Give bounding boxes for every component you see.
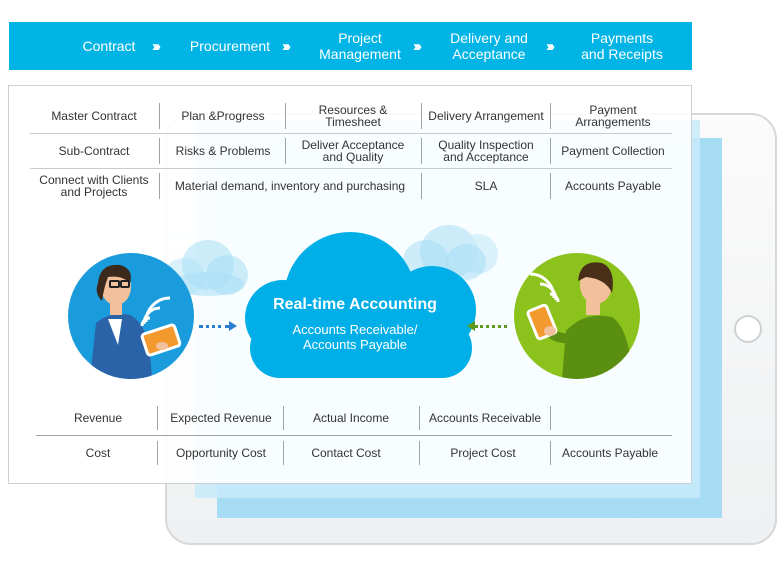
- table-divider: [157, 406, 158, 430]
- grid-cell: Delivery Arrangement: [428, 109, 544, 123]
- grid-cell: Risks & Problems: [175, 144, 271, 158]
- revenue-cell: Accounts Receivable: [428, 411, 542, 425]
- grid-cell: Plan &Progress: [181, 109, 265, 123]
- woman-with-tablet-icon: [68, 253, 194, 379]
- grid-divider: [421, 138, 422, 164]
- process-banner: Contract ››› Procurement ››› Project Man…: [9, 22, 692, 70]
- grid-divider: [30, 133, 672, 134]
- step-project-management: Project Management: [319, 30, 401, 62]
- step-payments-receipts: Payments and Receipts: [581, 30, 663, 62]
- grid-cell: Accounts Payable: [564, 179, 662, 193]
- arrowhead-left-icon: [467, 321, 475, 331]
- table-divider: [283, 406, 284, 430]
- revenue-cell: Actual Income: [312, 411, 390, 425]
- cost-cell: Cost: [85, 446, 111, 460]
- table-divider: [419, 441, 420, 465]
- grid-divider: [159, 173, 160, 199]
- grid-cell: Resources & Timesheet: [318, 103, 388, 129]
- arrowhead-right-icon: [229, 321, 237, 331]
- chevron-separator-2: ›››: [282, 37, 291, 55]
- table-divider: [419, 406, 420, 430]
- step-contract: Contract: [82, 38, 136, 54]
- table-divider: [157, 441, 158, 465]
- grid-cell: Material demand, inventory and purchasin…: [174, 179, 406, 193]
- arrow-right-icon: [199, 325, 229, 328]
- step-delivery-acceptance: Delivery and Acceptance: [450, 30, 528, 62]
- grid-cell: Payment Arrangements: [575, 103, 651, 129]
- grid-cell: SLA: [474, 179, 498, 193]
- wifi-signal-icon: [140, 296, 171, 327]
- grid-divider: [159, 138, 160, 164]
- grid-divider: [421, 173, 422, 199]
- grid-divider: [550, 103, 551, 129]
- grid-cell: Quality Inspection and Acceptance: [438, 138, 534, 164]
- chevron-separator-4: ›››: [546, 37, 555, 55]
- cost-cell: Opportunity Cost: [175, 446, 267, 460]
- revenue-cell: Expected Revenue: [170, 411, 272, 425]
- grid-divider: [550, 138, 551, 164]
- grid-cell: Connect with Clients and Projects: [39, 173, 149, 199]
- grid-divider: [285, 103, 286, 129]
- grid-divider: [30, 168, 672, 169]
- cost-cell: Project Cost: [450, 446, 516, 460]
- wifi-signal-icon: [529, 272, 560, 303]
- grid-divider: [285, 138, 286, 164]
- cost-cell: Contact Cost: [311, 446, 381, 460]
- cloud-subtitle: Accounts Receivable/ Accounts Payable: [292, 322, 418, 352]
- table-divider: [550, 406, 551, 430]
- grid-divider: [421, 103, 422, 129]
- tablet-home-button: [734, 315, 762, 343]
- chevron-separator-3: ›››: [413, 37, 422, 55]
- table-divider: [550, 441, 551, 465]
- cost-cell: Accounts Payable: [561, 446, 659, 460]
- table-divider: [283, 441, 284, 465]
- grid-divider: [550, 173, 551, 199]
- grid-cell: Sub-Contract: [58, 144, 130, 158]
- grid-divider: [159, 103, 160, 129]
- table-divider: [36, 435, 672, 436]
- chevron-separator-1: ›››: [152, 37, 161, 55]
- arrow-left-icon: [475, 325, 507, 328]
- grid-cell: Master Contract: [51, 109, 137, 123]
- revenue-cell: Revenue: [73, 411, 123, 425]
- grid-cell: Deliver Acceptance and Quality: [301, 138, 405, 164]
- grid-cell: Payment Collection: [561, 144, 665, 158]
- cloud-title: Real-time Accounting: [273, 296, 437, 313]
- step-procurement: Procurement: [189, 38, 271, 54]
- man-with-tablet-icon: [514, 253, 640, 379]
